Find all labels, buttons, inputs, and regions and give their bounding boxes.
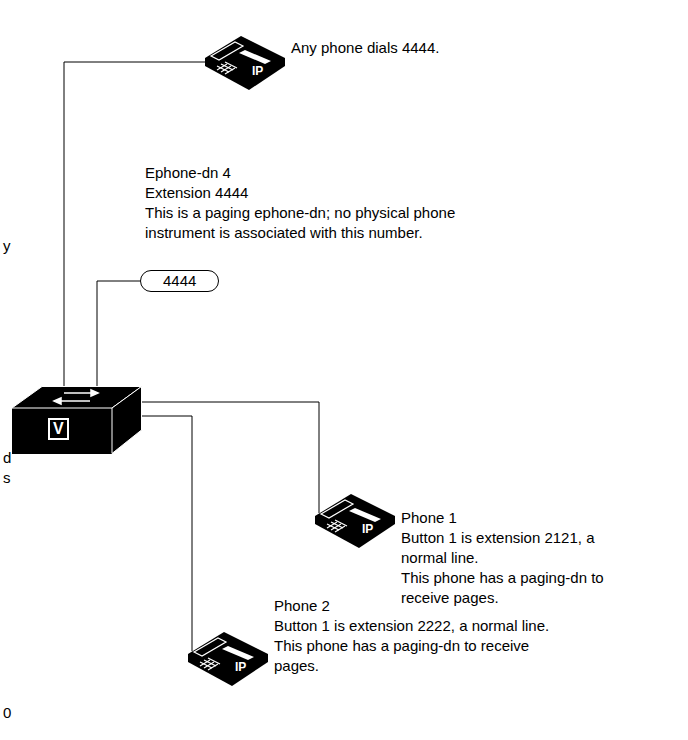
ip-phone: IP Any phone dials 4444. [205, 30, 439, 92]
network-link [142, 416, 192, 651]
ephone-dn-note: Extension 4444 [145, 183, 248, 203]
phone-description: Button 1 is extension 2121, a normal lin… [401, 528, 621, 568]
phone-title: Phone 1 [401, 508, 621, 528]
phone-title: Phone 2 [274, 596, 574, 616]
network-link [97, 281, 140, 387]
network-link [142, 402, 319, 513]
phone-text: Phone 2Button 1 is extension 2222, a nor… [274, 596, 574, 676]
cropped-text: 0 [3, 703, 11, 723]
phone-text: Phone 1Button 1 is extension 2121, a nor… [401, 508, 621, 608]
cropped-text: y [3, 236, 11, 256]
cropped-text: d [3, 448, 11, 468]
phone-icon: IP [315, 488, 395, 550]
phone-icon: IP [205, 30, 285, 92]
ephone-dn-note: This is a paging ephone-dn; no physical … [145, 203, 490, 243]
extension-number: 4444 [163, 271, 196, 291]
phone-description: Button 1 is extension 2222, a normal lin… [274, 616, 574, 636]
extension-pill: 4444 [140, 270, 219, 292]
phone-title: Any phone dials 4444. [291, 38, 439, 58]
voice-router: V [12, 386, 142, 456]
phone-description: This phone has a paging-dn to receive pa… [274, 636, 574, 676]
phone-icon: IP [188, 626, 268, 688]
cropped-text: s [3, 468, 11, 488]
ephone-dn-note: Ephone-dn 4 [145, 163, 231, 183]
ip-mark: IP [235, 661, 246, 674]
router-mark: V [48, 418, 69, 440]
ip-mark: IP [252, 65, 263, 78]
phone-description: This phone has a paging-dn to receive pa… [401, 568, 621, 608]
ip-phone: IP Phone 1Button 1 is extension 2121, a n… [315, 488, 621, 608]
ip-phone: IP Phone 2Button 1 is extension 2222, a n… [188, 596, 574, 688]
phone-text: Any phone dials 4444. [291, 38, 439, 58]
ip-mark: IP [362, 523, 373, 536]
